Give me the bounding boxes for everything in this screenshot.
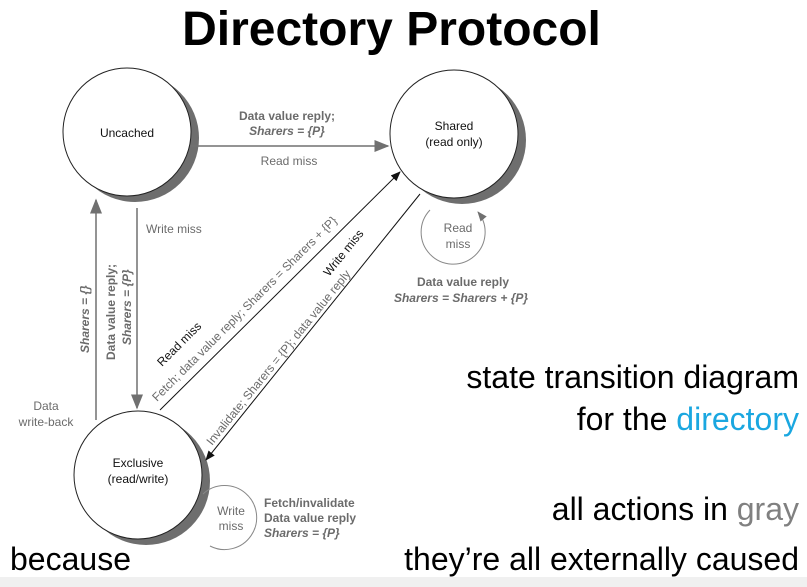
loop-shared-read-miss: [420, 209, 487, 265]
transition-label: Read: [444, 221, 473, 235]
state-exclusive: Exclusive (read/write): [73, 410, 210, 545]
arrow-shared-to-exclusive: [205, 193, 421, 461]
caption-line-3: all actions in gray: [552, 492, 799, 526]
transition-label: Data value reply: [264, 511, 356, 525]
transition-label: miss: [446, 237, 471, 251]
transition-label: Exclusive: [113, 456, 164, 470]
transition-label: Write: [217, 504, 245, 518]
caption-text: for the: [576, 401, 677, 437]
transition-label: Read miss: [261, 154, 318, 168]
transition-label: Data value reply;: [239, 109, 335, 123]
transition-label: Shared: [435, 119, 474, 133]
transition-label: (read only): [425, 135, 482, 149]
transition-label: Data value reply;: [104, 264, 118, 360]
page-title: Directory Protocol: [182, 3, 601, 56]
transition-label: Data value reply: [417, 275, 509, 289]
transition-label: Invalidate; Sharers = {P}; data value re…: [203, 267, 353, 448]
transition-label: Sharers = Sharers + {P}: [394, 291, 528, 305]
footer-bar: [0, 577, 807, 587]
loop-exclusive-write-miss: [202, 485, 258, 551]
arrow-exclusive-to-shared: [159, 171, 401, 411]
caption-line-4a: because: [10, 541, 131, 577]
transition-label: miss: [219, 519, 244, 533]
caption-line-1: state transition diagram: [466, 359, 799, 395]
caption-text: all actions in: [551, 491, 737, 527]
transition-label: write-back: [18, 415, 75, 429]
transition-label: Fetch/invalidate: [264, 496, 355, 510]
caption-line-4b: they’re all externally caused: [404, 541, 799, 577]
transition-label: Uncached: [100, 126, 154, 140]
transition-label: Sharers = {P}: [249, 124, 325, 138]
transition-label: (read/write): [108, 472, 169, 486]
transition-label: Sharers = {P}: [264, 526, 340, 540]
caption-highlight-directory: directory: [676, 401, 799, 437]
state-uncached: Uncached: [62, 67, 199, 202]
transition-label: Sharers = {}: [78, 285, 92, 353]
transition-label: Sharers = {P}: [120, 269, 134, 345]
transition-label: Data: [33, 399, 59, 413]
caption-line-2: for the directory: [577, 402, 799, 436]
state-shared: Shared (read only): [389, 69, 526, 204]
transition-label: Write miss: [146, 222, 202, 236]
caption-highlight-gray: gray: [736, 491, 799, 527]
